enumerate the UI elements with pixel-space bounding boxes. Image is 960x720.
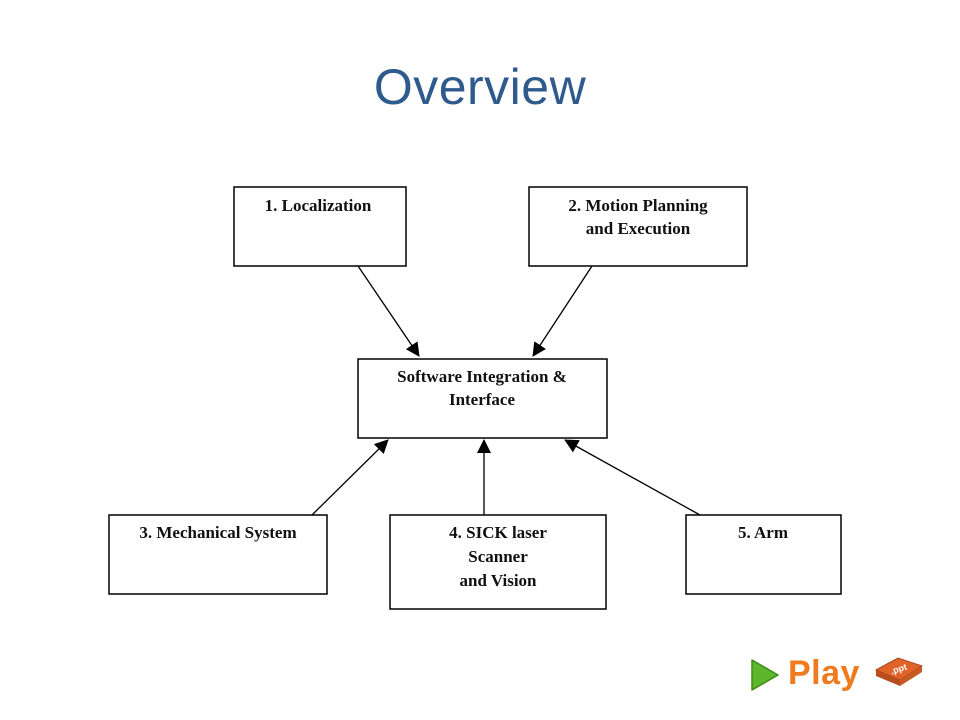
ppt-tag-text: .ppt [889,662,908,677]
node-software-integration-label-line1: Software Integration & [397,367,567,386]
node-localization-label: 1. Localization [265,196,372,215]
node-mechanical-system: 3. Mechanical System [108,514,328,595]
node-software-integration-label-line2: Interface [449,390,516,409]
node-arm: 5. Arm [685,514,842,595]
node-sick-laser-label-line1: 4. SICK laser [449,523,547,542]
play-ppt-logo: Play .ppt [748,652,928,702]
arrow-motion-to-software [532,265,593,357]
node-localization: 1. Localization [233,186,407,267]
node-motion-planning: 2. Motion Planning and Execution [528,186,748,267]
node-software-integration: Software Integration & Interface [357,358,608,439]
node-arm-label: 5. Arm [738,523,788,542]
play-logo-text: Play [788,654,860,692]
node-sick-laser-label-line2: Scanner [468,547,528,566]
node-sick-laser-label-line3: and Vision [459,571,537,590]
arrow-mechanical-to-software [311,439,389,516]
node-motion-planning-label-line1: 2. Motion Planning [568,196,708,215]
play-triangle-icon [751,659,779,691]
arrow-localization-to-software [357,265,420,357]
arrow-arm-to-software [564,439,701,516]
node-mechanical-system-label: 3. Mechanical System [139,523,296,542]
node-sick-laser: 4. SICK laser Scanner and Vision [389,514,607,610]
node-motion-planning-label-line2: and Execution [586,219,691,238]
slide-title: Overview [373,59,587,115]
ppt-tag-icon: .ppt [874,657,924,686]
